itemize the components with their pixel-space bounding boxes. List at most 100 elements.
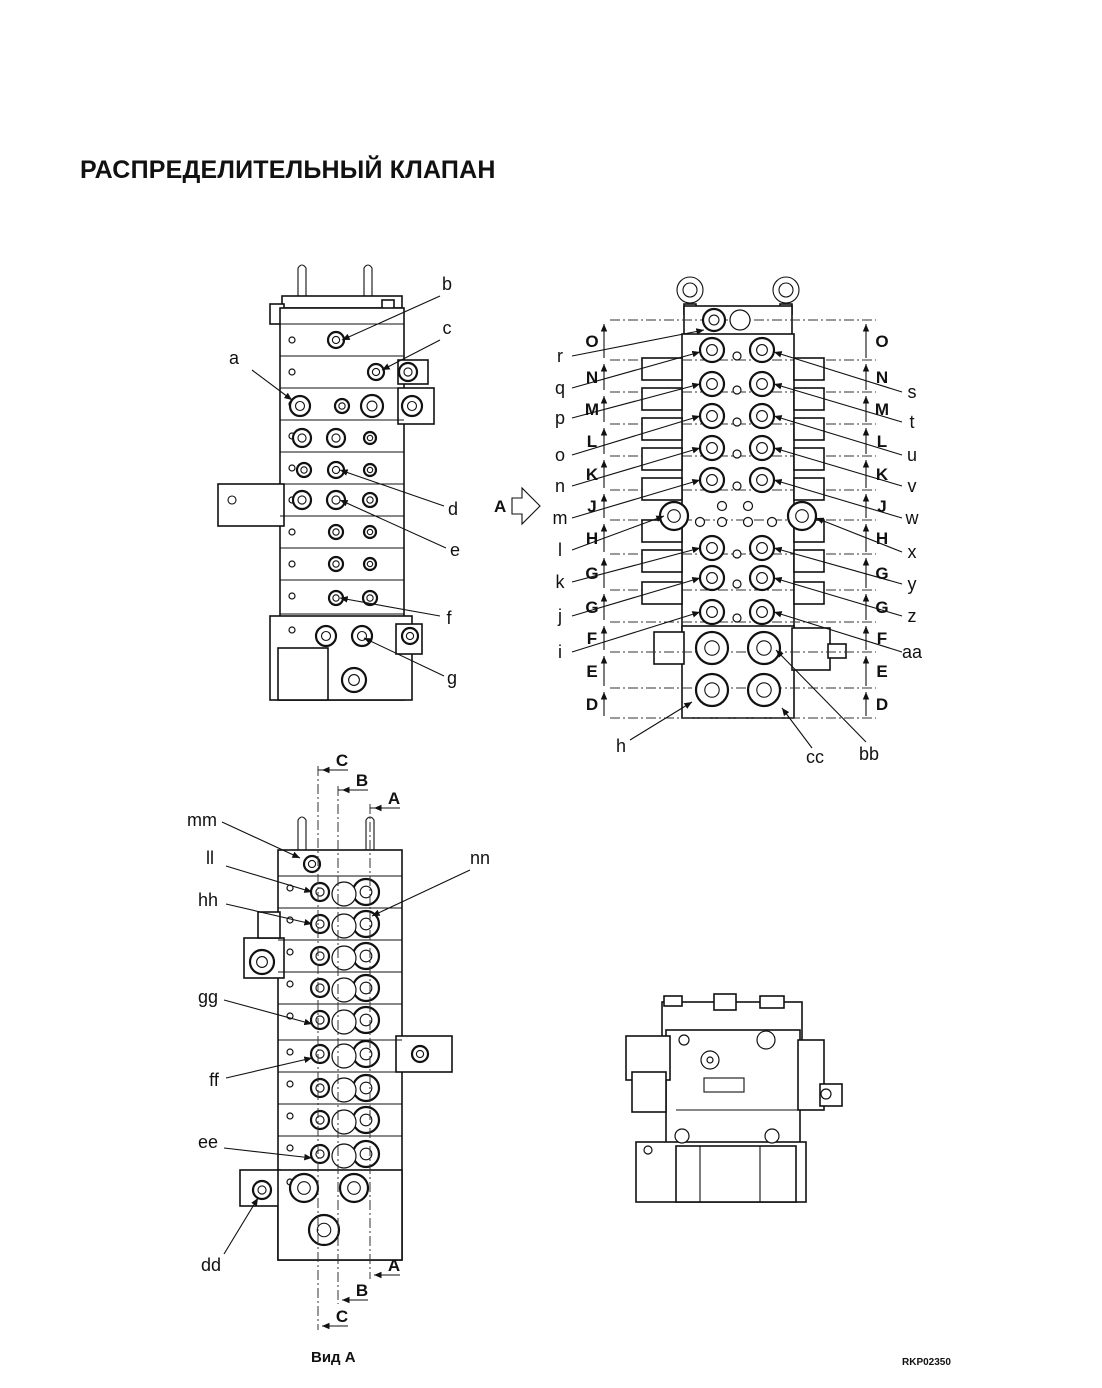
section-mark-right: O	[875, 332, 888, 351]
port-big-8	[351, 1139, 381, 1169]
port-left-2	[698, 402, 726, 430]
port-18-bore	[332, 560, 340, 568]
callout-g: g	[447, 668, 457, 688]
callout-aa: aa	[902, 642, 923, 662]
callout-ll: ll	[206, 848, 214, 868]
port-17-bore	[366, 528, 374, 536]
right-spool-cap	[793, 477, 825, 501]
callout-r: r	[557, 346, 563, 366]
port-left-0-bore	[706, 344, 718, 356]
leader-c	[381, 339, 441, 371]
leader-u	[773, 415, 903, 456]
small-port	[732, 351, 742, 361]
port-right-3-bore	[756, 442, 768, 454]
callout-hh: hh	[198, 890, 218, 910]
port-big-6	[351, 1073, 381, 1103]
callout-f: f	[446, 608, 452, 628]
small-port	[732, 613, 742, 623]
leader-m	[571, 479, 701, 519]
port-13-bore	[297, 495, 307, 505]
page-title: РАСПРЕДЕЛИТЕЛЬНЫЙ КЛАПАН	[80, 156, 496, 184]
leader-nn	[371, 869, 471, 917]
callout-bb: bb	[859, 744, 879, 764]
small-port	[732, 481, 742, 491]
callout-i: i	[558, 642, 562, 662]
port-small-2-bore	[315, 951, 325, 961]
port-small-1-bore	[315, 919, 325, 929]
view-caption: Вид А	[311, 1349, 356, 1366]
port-top-bore	[708, 314, 720, 326]
port-18	[327, 555, 345, 573]
port-big-3-bore	[359, 981, 373, 995]
leader-dd	[223, 1197, 259, 1255]
port-big-6-bore	[359, 1081, 373, 1095]
leader-w	[773, 479, 903, 519]
port-x	[786, 500, 818, 532]
leader-aa	[773, 611, 903, 653]
right-spool-cap	[793, 447, 825, 471]
section-mark-left: G	[585, 564, 598, 583]
port-big-1-bore	[359, 917, 373, 931]
port-p2-bore	[756, 640, 772, 656]
port-small-7-bore	[315, 1115, 325, 1125]
port-7-bore	[297, 433, 307, 443]
section-mark-right: G	[875, 564, 888, 583]
port-dd	[251, 1179, 273, 1201]
port-0-bore	[331, 335, 341, 345]
spool-end	[331, 1077, 357, 1103]
spool-end	[331, 945, 357, 971]
port-big-2-bore	[359, 949, 373, 963]
port-11-bore	[331, 465, 341, 475]
port-17	[362, 524, 378, 540]
port-small-0-bore	[315, 887, 325, 897]
section-mark-left: M	[585, 400, 599, 419]
port-9-bore	[366, 434, 374, 442]
left-spool-cap	[641, 581, 683, 605]
port-side-right-bore	[415, 1049, 425, 1059]
leader-y	[773, 546, 903, 585]
port-13	[291, 489, 313, 511]
section-mark-right: J	[877, 497, 886, 516]
port-big-7-bore	[359, 1113, 373, 1127]
port-left-7	[698, 598, 726, 626]
section-mark-left: H	[586, 529, 598, 548]
leader-j	[571, 577, 701, 617]
bolt-hole	[286, 1112, 294, 1120]
port-right-4	[748, 466, 776, 494]
leader-gg	[223, 999, 313, 1026]
callout-n: n	[555, 476, 565, 496]
port-big-7	[351, 1105, 381, 1135]
callout-o: o	[555, 445, 565, 465]
leader-a	[251, 369, 293, 401]
port-right-3	[748, 434, 776, 462]
port-p2	[746, 630, 782, 666]
port-7	[291, 427, 313, 449]
port-x-bore	[795, 509, 809, 523]
port-small-5	[309, 1043, 331, 1065]
drawing-code: RKP02350	[902, 1357, 951, 1368]
leader-t	[773, 383, 903, 423]
port-24	[400, 626, 420, 646]
port-small-6	[309, 1077, 331, 1099]
callout-w: w	[905, 508, 920, 528]
section-mark-right: H	[876, 529, 888, 548]
spool-end	[331, 1009, 357, 1035]
callout-cc: cc	[806, 747, 824, 767]
callout-j: j	[557, 606, 562, 626]
section-mark-right: G	[875, 598, 888, 617]
leader-d	[339, 469, 445, 507]
bolt-hole	[286, 1144, 294, 1152]
port-22-bore	[320, 630, 332, 642]
port-23-bore	[356, 630, 368, 642]
port-p1-bore	[704, 640, 720, 656]
port-side	[248, 948, 276, 976]
port-left-3-bore	[706, 442, 718, 454]
bolt-hole	[288, 560, 296, 568]
port-big-5	[351, 1039, 381, 1069]
port-right-2-bore	[756, 410, 768, 422]
port-big-0	[351, 877, 381, 907]
port-right-2	[748, 402, 776, 430]
port-right-6	[748, 564, 776, 592]
callout-h: h	[616, 736, 626, 756]
